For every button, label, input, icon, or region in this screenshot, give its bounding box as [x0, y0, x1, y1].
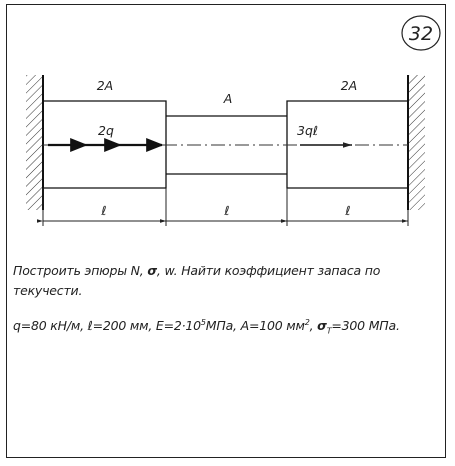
length-label-2: ℓ [223, 203, 229, 218]
given-data-line: q=80 кН/м, ℓ=200 мм, E=2·105МПа, A=100 м… [13, 318, 400, 336]
problem-card [6, 4, 446, 458]
middle-area-label: A [223, 91, 233, 106]
right-load-label: 3qℓ [297, 123, 318, 138]
problem-number: 32 [409, 23, 433, 45]
right-wall-support [407, 75, 425, 210]
distributed-load-label: 2q [98, 123, 114, 138]
task-line-2: текучести. [13, 283, 83, 298]
length-label-1: ℓ [100, 203, 106, 218]
length-label-3: ℓ [344, 203, 350, 218]
right-area-label: 2A [341, 78, 358, 93]
problem-number-badge: 32 [401, 15, 441, 51]
dimension-lines [37, 188, 409, 226]
left-wall-support [26, 75, 44, 210]
task-line-1: Построить эпюры N, σ, w. Найти коэффицие… [13, 263, 381, 278]
left-area-label: 2A [97, 78, 114, 93]
